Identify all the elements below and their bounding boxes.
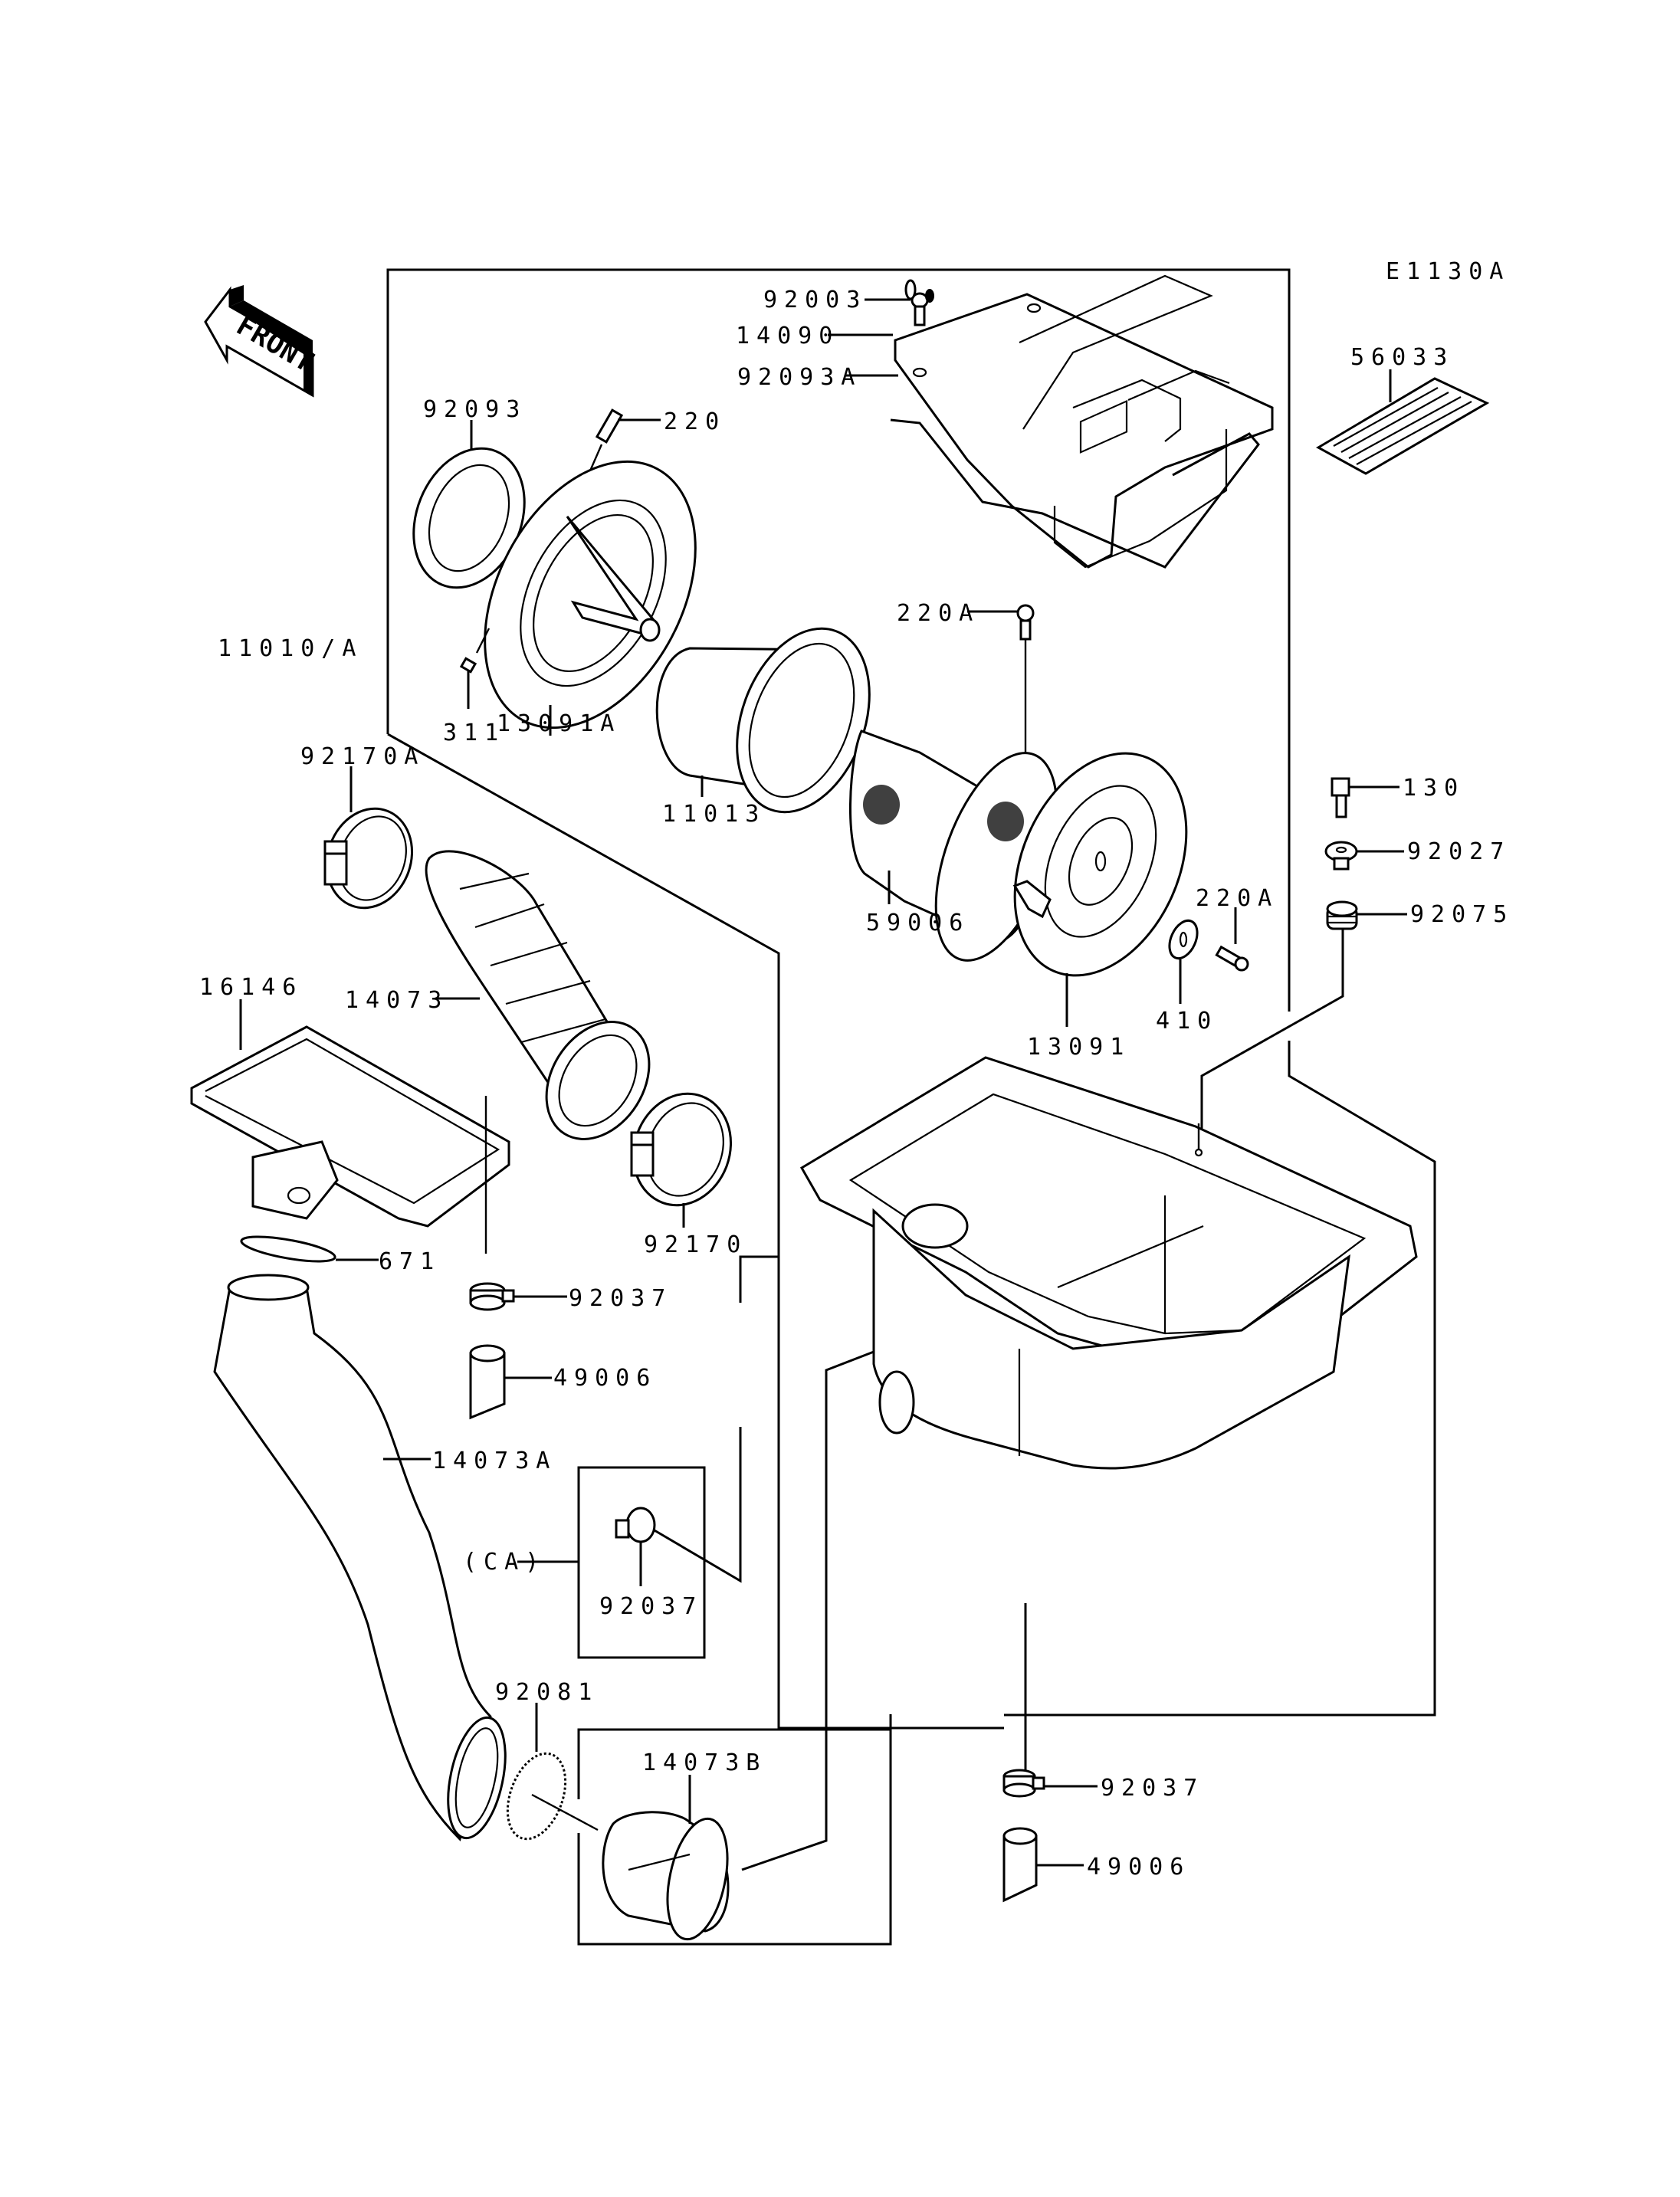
callout-49006-bottom[interactable]: 49006: [1087, 1854, 1190, 1881]
intake-duct-14073: [425, 850, 651, 1140]
hose-clamp-92170: [630, 1092, 733, 1228]
callout-11013[interactable]: 11013: [662, 801, 766, 828]
hose-clip-92037-bottom: [1002, 1769, 1098, 1798]
gasket-92093A: [845, 374, 1260, 569]
callout-220A-top[interactable]: 220A: [897, 600, 979, 627]
callout-130[interactable]: 130: [1403, 775, 1465, 802]
callout-14073A[interactable]: 14073A: [432, 1448, 556, 1474]
callout-59006[interactable]: 59006: [866, 910, 970, 936]
callout-92170A[interactable]: 92170A: [300, 743, 425, 770]
callout-92003[interactable]: 92003: [763, 287, 867, 313]
figure-code: E1130A: [1386, 258, 1510, 285]
callout-13091A[interactable]: 13091A: [497, 710, 621, 737]
callout-14073[interactable]: 14073: [345, 987, 448, 1014]
assembly-bracket-right: [1004, 1041, 1436, 1717]
callout-220A-right[interactable]: 220A: [1196, 885, 1278, 912]
callout-410[interactable]: 410: [1156, 1008, 1218, 1035]
washer-410: [1168, 919, 1199, 1004]
clamp-ring-92081: [506, 1703, 599, 1841]
callout-92170[interactable]: 92170: [644, 1231, 747, 1258]
callout-92037-mid[interactable]: 92037: [569, 1285, 672, 1312]
intake-hose-14073A: [213, 1274, 507, 1841]
callout-311[interactable]: 311: [443, 720, 505, 746]
callout-labels: 92003 14090 92093A 56033 92093 220 11010…: [199, 287, 1514, 1881]
callout-11010A[interactable]: 11010/A: [218, 635, 363, 662]
clip-311: [459, 628, 491, 709]
collar-92027: [1324, 841, 1404, 871]
callout-92037-ca[interactable]: 92037: [599, 1593, 703, 1620]
ca-box: [517, 1255, 779, 1659]
cap-13091: [1012, 752, 1188, 1027]
callout-14090[interactable]: 14090: [736, 323, 839, 349]
callout-92027[interactable]: 92027: [1407, 838, 1511, 865]
hose-49006-bottom: [1002, 1827, 1084, 1903]
callout-671[interactable]: 671: [379, 1248, 441, 1275]
callout-49006-mid[interactable]: 49006: [553, 1365, 657, 1392]
callout-92037-bottom[interactable]: 92037: [1101, 1775, 1204, 1802]
hose-clip-92037-mid: [469, 1282, 567, 1311]
label-plate-56033: [1315, 369, 1490, 475]
air-cleaner-cover-14090: [828, 274, 1274, 569]
holder-plate-13091A: [484, 460, 697, 736]
hose-clamp-92170A: [323, 766, 414, 910]
callout-220[interactable]: 220: [664, 408, 726, 435]
screw-220A-right: [1215, 907, 1249, 972]
front-arrow-icon: FRONT: [204, 285, 319, 398]
intake-duct-14073B: [602, 1350, 874, 1941]
callout-14073B[interactable]: 14073B: [642, 1749, 766, 1776]
filter-element-11013: [655, 627, 871, 814]
callout-13091[interactable]: 13091: [1027, 1034, 1130, 1061]
hose-clip-92037-ca: [615, 1507, 656, 1586]
callout-56033[interactable]: 56033: [1350, 344, 1454, 371]
assembly-bracket-14073B: [577, 1714, 892, 1946]
intake-tray-16146: [190, 999, 510, 1254]
o-ring-671: [240, 1235, 379, 1263]
callout-ca[interactable]: (CA): [463, 1549, 546, 1576]
wing-bolt-92003: [865, 279, 934, 326]
callout-92075[interactable]: 92075: [1410, 901, 1514, 928]
hose-49006-mid: [469, 1344, 552, 1420]
callout-92093A[interactable]: 92093A: [737, 364, 861, 391]
bolt-130: [1331, 777, 1399, 818]
seal-ring-92093: [412, 420, 526, 589]
air-cleaner-housing: [799, 1056, 1418, 1770]
callout-92081[interactable]: 92081: [495, 1679, 599, 1706]
callout-16146[interactable]: 16146: [199, 974, 303, 1001]
callout-92093[interactable]: 92093: [423, 396, 527, 423]
